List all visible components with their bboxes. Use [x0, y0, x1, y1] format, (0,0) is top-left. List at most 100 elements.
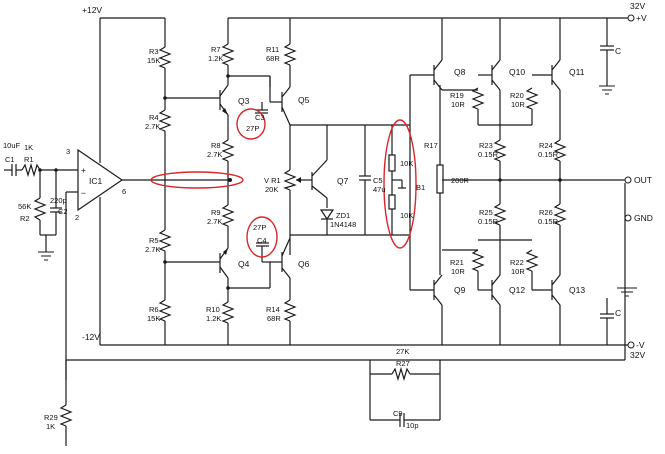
c5-name: C5 [373, 176, 383, 185]
neg32-label: -V [636, 340, 645, 350]
opamp-minus: − [81, 188, 86, 198]
r1-value: 1K [24, 143, 33, 152]
transistor-q13 [531, 225, 561, 345]
positive-32v-rail [228, 14, 635, 22]
transistor-q9 [433, 274, 443, 345]
highlight-annotations [150, 108, 417, 258]
r10-value: 1.2K [206, 314, 221, 323]
transistor-q12 [477, 225, 501, 345]
capacitor-c5 [359, 125, 371, 235]
r9-value: 2.7K [207, 217, 222, 226]
c4-value: 27P [253, 223, 266, 232]
bias-b1: B1 [416, 183, 425, 192]
r21-name: R21 [450, 258, 464, 267]
r23-value: 0.15R [478, 150, 499, 159]
pos32-value: 32V [630, 1, 645, 11]
pos32-label: +V [636, 13, 647, 23]
r14-value: 68R [267, 314, 281, 323]
c2-label: C2 [58, 207, 68, 216]
r3-name: R3 [149, 47, 159, 56]
bias-10k-a: 10K [400, 159, 413, 168]
opamp-pin2: 2 [75, 213, 79, 222]
r24-value: 0.15R [538, 150, 559, 159]
diode-zd1 [319, 209, 335, 235]
middle-ladder [221, 18, 235, 345]
zd1-name: ZD1 [336, 211, 350, 220]
gnd-label: GND [634, 213, 653, 223]
c3-name: C3 [255, 113, 265, 122]
zd1-value: 1N4148 [330, 220, 356, 229]
supply-cap-top [599, 18, 615, 95]
c4-name: C4 [257, 236, 267, 245]
r27-name: R27 [396, 359, 410, 368]
left-divider-ladder [158, 45, 220, 345]
r9-name: R9 [211, 208, 221, 217]
r8-value: 2.7K [207, 150, 222, 159]
transistor-q7 [311, 125, 328, 208]
supply-cap-bottom-label: C [615, 308, 621, 318]
transistor-q3 [219, 84, 229, 116]
c3-value: 27P [246, 124, 259, 133]
supply-cap-top-label: C [615, 46, 621, 56]
emitter-resistors [442, 139, 632, 226]
capacitor-c3 [255, 102, 268, 114]
q12-label: Q12 [509, 285, 525, 295]
opamp-pin6: 6 [122, 187, 126, 196]
r29-value: 1K [46, 422, 55, 431]
transistor-q4 [219, 247, 229, 279]
r7-name: R7 [211, 45, 221, 54]
r11-name: R11 [266, 45, 279, 54]
c9-value: 10p [406, 421, 419, 430]
neg12-label: -12V [82, 332, 100, 342]
opamp-output-line [122, 178, 232, 182]
r5-value: 2.7K [145, 245, 160, 254]
out-label: OUT [634, 175, 652, 185]
r7-value: 1.2K [208, 54, 223, 63]
pos12-label: +12V [82, 5, 102, 15]
c1-label: C1 [5, 155, 15, 164]
gnd-terminal [624, 214, 632, 222]
capacitor-c4 [256, 242, 270, 263]
r29-name: R29 [44, 413, 58, 422]
opamp-pin3: 3 [66, 147, 70, 156]
q13-label: Q13 [569, 285, 585, 295]
r26-value: 0.15R [538, 217, 559, 226]
opamp-plus: + [81, 165, 86, 175]
r5-name: R5 [149, 236, 159, 245]
r19-value: 10R [451, 100, 465, 109]
q6-label: Q6 [298, 259, 310, 269]
cap-value: 10uF [3, 141, 21, 150]
bias-10k-b: 10K [400, 211, 413, 220]
r21-value: 10R [451, 267, 465, 276]
input-ground-symbol [38, 251, 54, 261]
c5-value: 47u [373, 185, 386, 194]
r2-label: R2 [20, 214, 30, 223]
neg32-value: 32V [630, 350, 645, 360]
r22-name: R22 [510, 258, 524, 267]
r19-name: R19 [450, 91, 464, 100]
opamp-ic1 [65, 148, 124, 380]
vr1-name: V R1 [264, 176, 281, 185]
transistor-q11 [532, 18, 561, 140]
r11-value: 68R [266, 54, 280, 63]
q4-label: Q4 [238, 259, 250, 269]
r4-value: 2.7K [145, 122, 160, 131]
r4-name: R4 [149, 113, 159, 122]
bias-network [388, 125, 406, 235]
q9-label: Q9 [454, 285, 466, 295]
r20-name: R20 [510, 91, 524, 100]
r27-value: 27K [396, 347, 409, 356]
opamp-name: IC1 [89, 176, 103, 186]
transistor-q10 [478, 18, 501, 140]
q5-label: Q5 [298, 95, 310, 105]
r25-name: R25 [479, 208, 493, 217]
r26-name: R26 [539, 208, 553, 217]
negative-rails [99, 210, 635, 349]
q3-label: Q3 [238, 96, 250, 106]
r17-name: R17 [424, 141, 438, 150]
r8-name: R8 [211, 141, 221, 150]
c2-value: 220p [50, 196, 67, 205]
r25-value: 0.15R [478, 217, 499, 226]
